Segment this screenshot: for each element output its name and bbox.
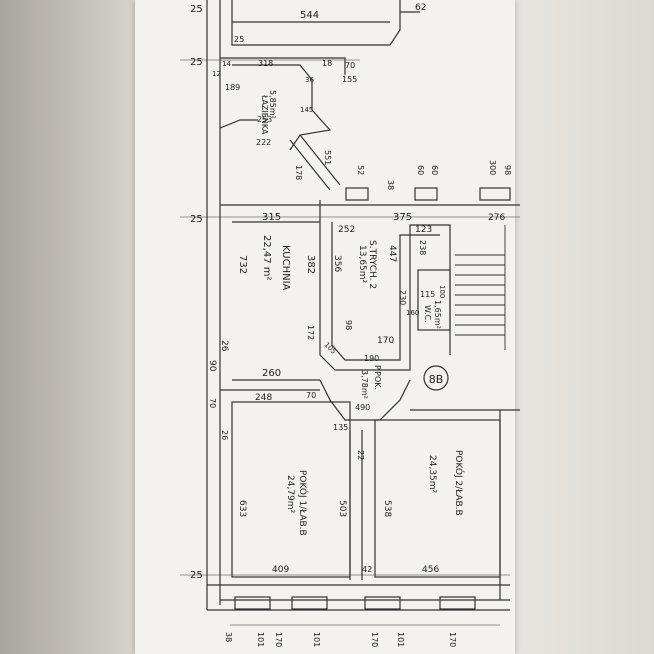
dim-38: 38: [386, 180, 395, 190]
kitchen-area: 22,47 m²: [261, 235, 272, 281]
dim-storage-170: 170: [377, 336, 394, 346]
dim-238: 238: [418, 240, 427, 255]
dim-storage-98: 98: [344, 320, 353, 330]
dim-230: 230: [398, 290, 407, 305]
dim-kitchen-26: 26: [219, 340, 229, 352]
dim-room2-42: 42: [362, 565, 372, 574]
dim-276: 276: [488, 213, 505, 223]
dim-18: 18: [322, 59, 332, 68]
bath-name: ŁAZIENKA: [260, 94, 269, 135]
dim-538: 538: [382, 500, 392, 517]
dim-70: 70: [345, 61, 355, 70]
dim-252: 252: [338, 225, 355, 235]
dim-409: 409: [272, 565, 289, 575]
hall-area: 3,78m²: [360, 370, 369, 399]
dim-bottom-170a: 170: [274, 632, 283, 647]
dim-12: 12: [212, 70, 221, 78]
dim-wc-160: 160: [406, 309, 419, 317]
dim-top-25b: 25: [234, 35, 244, 44]
dim-375: 375: [393, 212, 412, 223]
dim-bottom-101a: 101: [256, 632, 265, 647]
dim-top-25a: 25: [190, 4, 203, 15]
dim-60b: 60: [430, 165, 439, 175]
dim-135: 135: [333, 423, 348, 432]
dim-mid-25: 25: [190, 214, 203, 225]
dim-447: 447: [387, 245, 397, 262]
dim-mid-98: 98: [503, 165, 512, 175]
dim-room1-70: 70: [208, 398, 217, 408]
dim-382: 382: [305, 255, 316, 274]
dim-bottom-170b: 170: [370, 632, 379, 647]
dim-190: 190: [364, 354, 379, 363]
kitchen-name: KUCHNIA: [280, 245, 291, 291]
room1-name: POKÓJ 1/ŁAB.B: [297, 470, 309, 536]
bath-area: 5,85m²: [268, 90, 277, 119]
dim-189: 189: [225, 83, 240, 92]
room2-name: POKÓJ 2/ŁAB.B: [453, 450, 465, 516]
dim-732: 732: [237, 255, 248, 274]
dim-room1-26: 26: [220, 430, 229, 440]
dim-123: 123: [415, 225, 432, 235]
walls: [180, 0, 520, 626]
dim-bottom-170c: 170: [448, 632, 457, 647]
badge-circle: [423, 365, 449, 391]
dim-248: 248: [255, 393, 272, 403]
dim-260: 260: [262, 368, 281, 379]
wc-area: 1,65m²: [433, 300, 442, 329]
dim-14: 14: [222, 60, 231, 68]
dim-60a: 60: [416, 165, 425, 175]
dim-wc-100: 100: [438, 285, 446, 298]
dim-356: 356: [332, 255, 342, 272]
dim-300: 300: [488, 160, 497, 175]
room2-area: 24,35m²: [427, 455, 437, 494]
dim-kitchen-90: 90: [207, 360, 217, 372]
dim-315: 315: [262, 212, 281, 223]
dim-155: 155: [342, 75, 357, 84]
badge-label: 8B: [429, 373, 444, 386]
dim-633: 633: [237, 500, 247, 517]
dim-room1-22: 22: [356, 450, 365, 460]
dim-551: 551: [323, 150, 332, 165]
dim-top-544: 544: [300, 10, 319, 21]
dim-456: 456: [422, 565, 439, 575]
dim-253: 253: [257, 115, 272, 124]
background-left: [0, 0, 140, 654]
hall-name: P.POK.: [373, 365, 382, 390]
background-right: [504, 0, 654, 654]
dim-145: 145: [300, 106, 313, 114]
dim-36: 36: [305, 76, 314, 84]
dim-bath-25: 25: [190, 57, 203, 68]
dim-bottom-38: 38: [224, 632, 233, 642]
storage-area: 13,65m²: [357, 245, 367, 284]
room1-area: 24,79m²: [285, 475, 295, 514]
dim-bottom-25: 25: [190, 570, 203, 581]
dim-115: 115: [420, 290, 435, 299]
dim-52: 52: [356, 165, 365, 175]
dim-222: 222: [256, 138, 271, 147]
dim-172: 172: [306, 325, 315, 340]
dim-top-62: 62: [415, 3, 426, 13]
dim-hall-70: 70: [306, 391, 316, 400]
dim-490: 490: [355, 403, 370, 412]
dim-105: 105: [323, 341, 338, 356]
dim-503: 503: [337, 500, 347, 517]
paper-sheet: [135, 0, 515, 654]
dim-bottom-101c: 101: [396, 632, 405, 647]
wc-name: W.C.: [423, 305, 432, 323]
dim-bottom-101b: 101: [312, 632, 321, 647]
dim-318: 318: [258, 59, 273, 68]
storage-name: S.TRYCH. 2: [367, 240, 377, 289]
dim-178: 178: [294, 165, 303, 180]
